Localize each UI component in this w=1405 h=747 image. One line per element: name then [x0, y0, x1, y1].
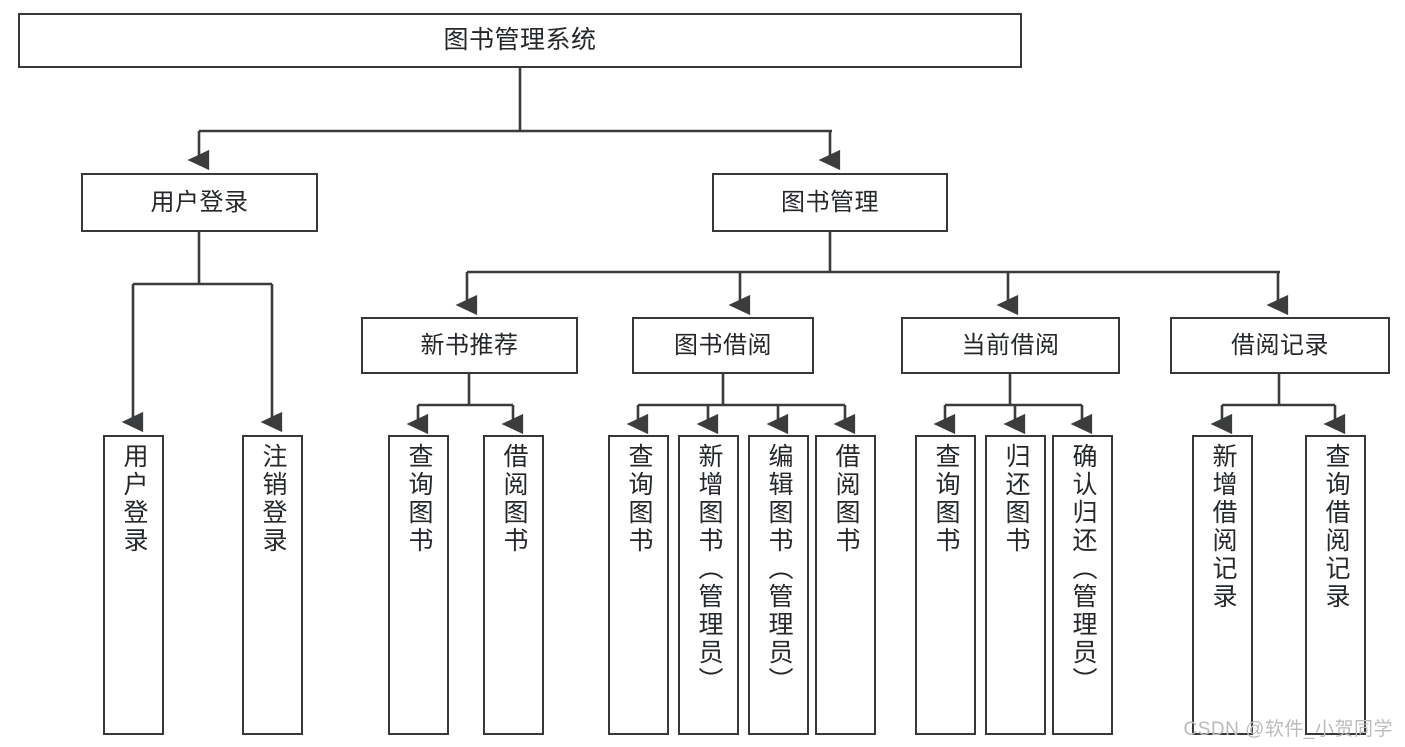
node-leaf-add-book-admin[interactable]: 新增图书（管理员）: [678, 435, 739, 735]
node-root[interactable]: 图书管理系统: [18, 13, 1022, 68]
node-leaf-add-book-admin-label: 新增图书（管理员）: [695, 443, 723, 695]
node-current-borrow[interactable]: 当前借阅: [901, 317, 1120, 374]
node-leaf-user-login-label: 用户登录: [120, 443, 148, 555]
node-book-borrow[interactable]: 图书借阅: [632, 317, 814, 374]
node-leaf-user-logout-label: 注销登录: [259, 443, 287, 555]
node-book-manage[interactable]: 图书管理: [712, 173, 948, 232]
node-leaf-borrow-book-rec[interactable]: 借阅图书: [483, 435, 544, 735]
node-user-login-label: 用户登录: [150, 188, 249, 216]
node-leaf-query-borrow-record[interactable]: 查询借阅记录: [1305, 435, 1366, 735]
node-leaf-edit-book-admin-label: 编辑图书（管理员）: [765, 443, 793, 695]
node-leaf-query-book-cur-label: 查询图书: [932, 443, 960, 555]
node-leaf-borrow-book-rec-label: 借阅图书: [500, 443, 528, 555]
node-leaf-borrow-book-label: 借阅图书: [832, 443, 860, 555]
node-leaf-edit-book-admin[interactable]: 编辑图书（管理员）: [748, 435, 809, 735]
node-leaf-query-book-borrow-label: 查询图书: [625, 443, 653, 555]
node-leaf-query-book-cur[interactable]: 查询图书: [915, 435, 976, 735]
node-leaf-user-login[interactable]: 用户登录: [103, 435, 164, 735]
node-leaf-confirm-return-admin-label: 确认归还（管理员）: [1069, 443, 1097, 695]
node-leaf-query-borrow-record-label: 查询借阅记录: [1322, 443, 1350, 611]
node-leaf-return-book-label: 归还图书: [1002, 443, 1030, 555]
node-current-borrow-label: 当前借阅: [961, 331, 1060, 359]
node-leaf-user-logout[interactable]: 注销登录: [242, 435, 303, 735]
node-borrow-record[interactable]: 借阅记录: [1170, 317, 1390, 374]
node-leaf-query-book-rec-label: 查询图书: [405, 443, 433, 555]
node-new-book-recommend-label: 新书推荐: [420, 331, 519, 359]
node-new-book-recommend[interactable]: 新书推荐: [361, 317, 578, 374]
node-leaf-query-book-rec[interactable]: 查询图书: [388, 435, 449, 735]
node-borrow-record-label: 借阅记录: [1231, 331, 1329, 359]
node-book-borrow-label: 图书借阅: [674, 331, 772, 359]
node-leaf-query-book-borrow[interactable]: 查询图书: [608, 435, 669, 735]
node-user-login[interactable]: 用户登录: [81, 173, 318, 232]
node-leaf-add-borrow-record-label: 新增借阅记录: [1209, 443, 1237, 611]
node-book-manage-label: 图书管理: [781, 188, 879, 216]
node-leaf-return-book[interactable]: 归还图书: [985, 435, 1046, 735]
node-leaf-add-borrow-record[interactable]: 新增借阅记录: [1192, 435, 1253, 735]
node-leaf-borrow-book[interactable]: 借阅图书: [815, 435, 876, 735]
node-leaf-confirm-return-admin[interactable]: 确认归还（管理员）: [1052, 435, 1113, 735]
node-root-label: 图书管理系统: [443, 26, 597, 55]
